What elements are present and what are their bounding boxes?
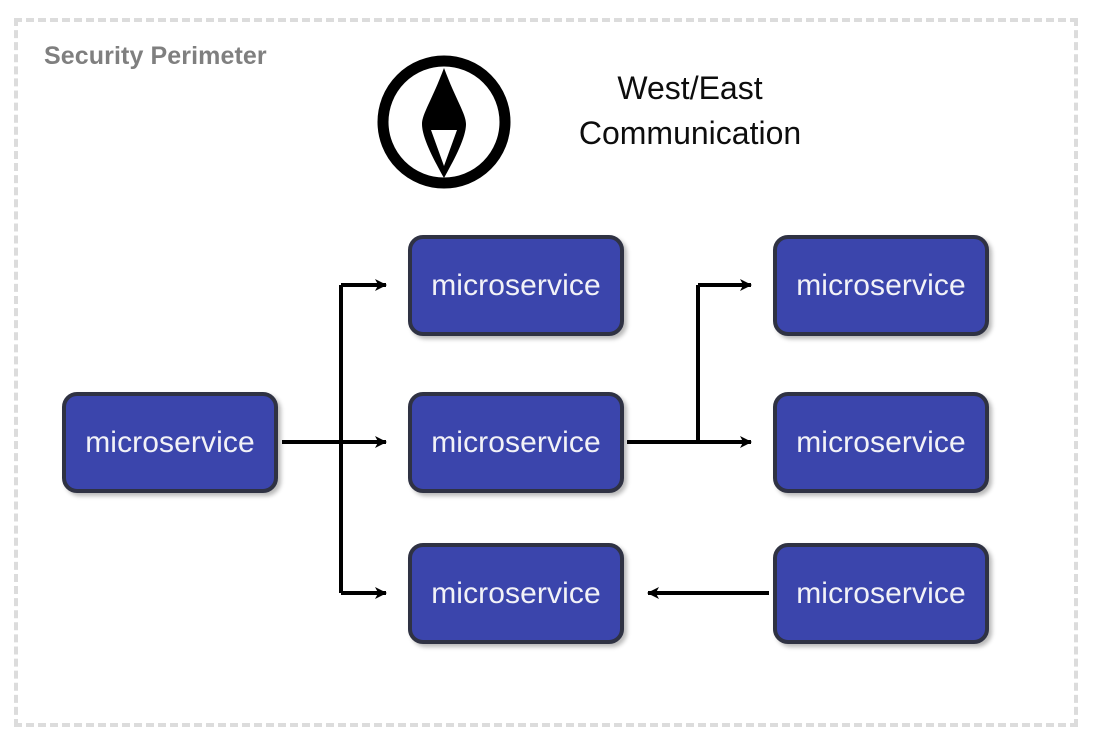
node-middle-top-microservice[interactable]: microservice [408, 235, 624, 336]
node-label: microservice [796, 576, 966, 610]
node-label: microservice [431, 576, 601, 610]
node-right-top-microservice[interactable]: microservice [773, 235, 989, 336]
security-perimeter-label: Security Perimeter [44, 42, 267, 70]
node-label: microservice [431, 425, 601, 459]
node-label: microservice [431, 268, 601, 302]
node-label: microservice [796, 268, 966, 302]
page-title: West/East Communication [540, 66, 840, 156]
node-source-microservice[interactable]: microservice [62, 392, 278, 493]
compass-icon [374, 52, 514, 192]
node-label: microservice [85, 425, 255, 459]
node-right-bottom-microservice[interactable]: microservice [773, 543, 989, 644]
security-perimeter-boundary [14, 18, 1078, 727]
page-title-line-1: West/East [617, 70, 763, 106]
node-label: microservice [796, 425, 966, 459]
node-middle-center-microservice[interactable]: microservice [408, 392, 624, 493]
node-middle-bottom-microservice[interactable]: microservice [408, 543, 624, 644]
node-right-center-microservice[interactable]: microservice [773, 392, 989, 493]
page-title-line-2: Communication [578, 115, 802, 151]
